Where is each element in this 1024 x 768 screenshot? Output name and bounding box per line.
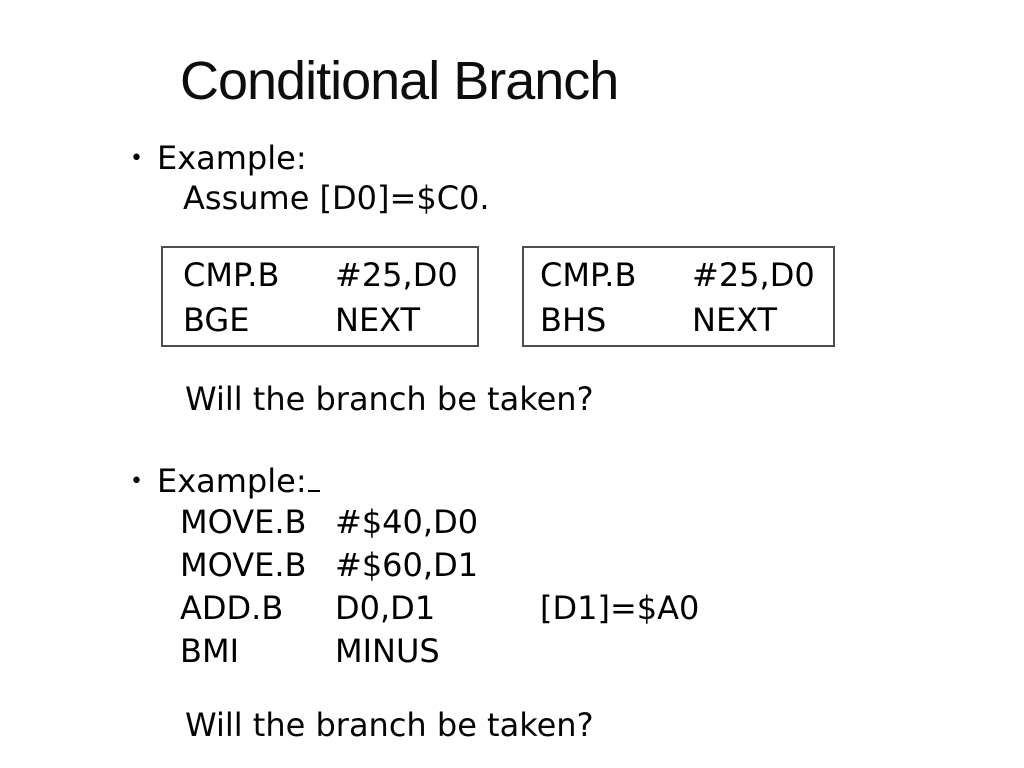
code-box-bge: CMP.B #25,D0 BGE NEXT [161, 246, 479, 347]
mnemonic: CMP.B [183, 256, 280, 294]
code-line: CMP.B #25,D0 [183, 253, 477, 298]
code-line: MOVE.B #$40,D0 [180, 501, 699, 544]
operand: MINUS [335, 632, 440, 670]
question-text-1: Will the branch be taken? [185, 380, 594, 418]
example1-bullet-row: • Example: [130, 139, 307, 182]
code-line: BMI MINUS [180, 630, 699, 673]
operand: D0,D1 [335, 589, 436, 627]
bullet-icon: • [130, 146, 143, 171]
mnemonic: ADD.B [180, 589, 284, 627]
code-line: ADD.B D0,D1 [D1]=$A0 [180, 587, 699, 630]
example1-label: Example: [156, 139, 307, 177]
code-line: CMP.B #25,D0 [540, 253, 833, 298]
mnemonic: BMI [180, 632, 239, 670]
operand: #25,D0 [335, 256, 458, 294]
code-line: BHS NEXT [540, 298, 833, 343]
mnemonic: CMP.B [540, 256, 637, 294]
mnemonic: BGE [183, 301, 250, 339]
example2-code-block: MOVE.B #$40,D0 MOVE.B #$60,D1 ADD.B D0,D1 [D… [180, 501, 699, 673]
code-line: MOVE.B #$60,D1 [180, 544, 699, 587]
operand: NEXT [692, 301, 778, 339]
bullet-icon: • [130, 469, 143, 494]
code-box-bhs: CMP.B #25,D0 BHS NEXT [522, 246, 835, 347]
comment: [D1]=$A0 [540, 589, 700, 627]
mnemonic: MOVE.B [180, 546, 307, 584]
slide-title: Conditional Branch [180, 51, 619, 111]
code-line: BGE NEXT [183, 298, 477, 343]
operand: #$60,D1 [335, 546, 479, 584]
question-text-2: Will the branch be taken? [185, 706, 594, 744]
assumption-text: Assume [D0]=$C0. [183, 179, 490, 217]
operand: NEXT [335, 301, 421, 339]
mnemonic: BHS [540, 301, 607, 339]
mnemonic: MOVE.B [180, 503, 307, 541]
operand: #25,D0 [692, 256, 815, 294]
colon-underline-mark [307, 463, 320, 492]
example2-label: Example: [156, 462, 307, 500]
example2-bullet-row: • Example: [130, 462, 320, 505]
operand: #$40,D0 [335, 503, 479, 541]
